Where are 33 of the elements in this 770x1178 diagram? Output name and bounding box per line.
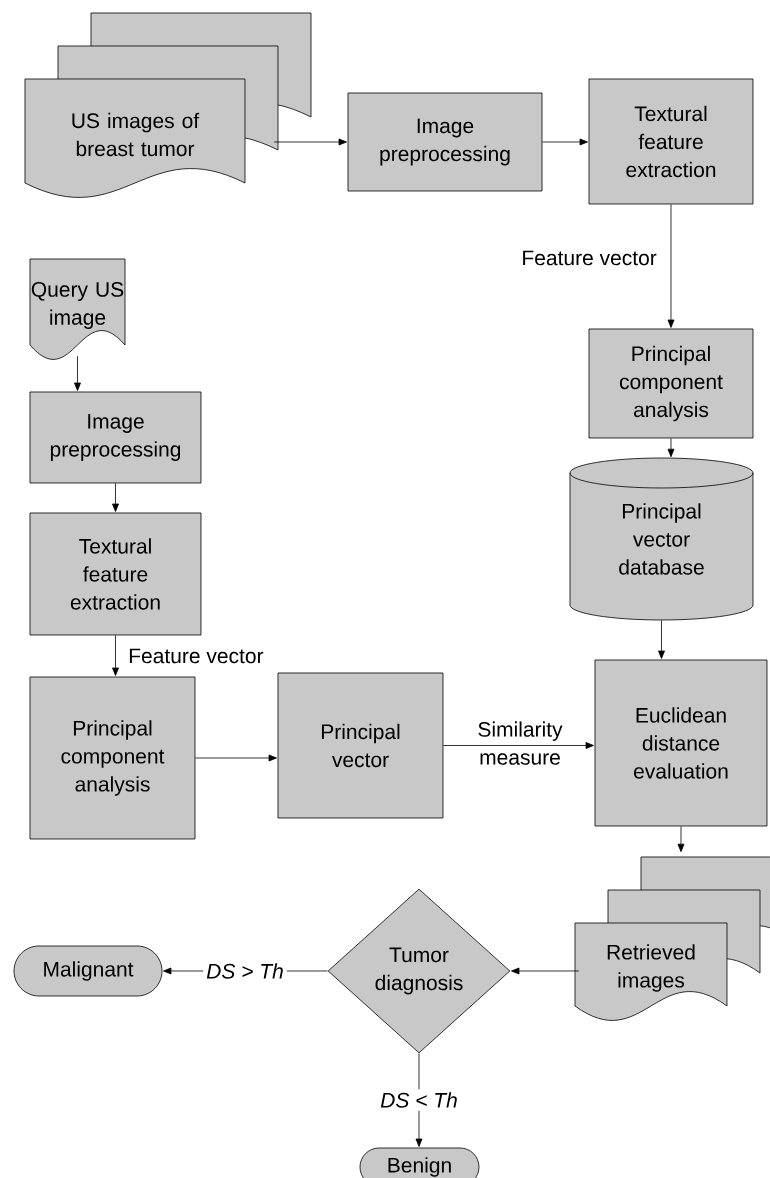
arrow <box>112 483 119 512</box>
arrow <box>511 967 580 975</box>
terminal-box: Benign <box>359 1147 480 1178</box>
edge-label: Feature vector <box>129 648 264 664</box>
edge-label: Feature vector <box>523 250 657 266</box>
arrow <box>112 635 119 676</box>
arrow <box>667 438 675 458</box>
node-label: breast tumor <box>76 140 195 157</box>
arrow <box>74 355 81 391</box>
process-box: Textural feature extraction <box>29 512 202 636</box>
document-stack: US images of breast tumor <box>24 12 312 198</box>
node-label: images <box>618 972 685 992</box>
process-box: Principal component analysis <box>588 328 754 439</box>
node-label: Retrieved <box>607 944 695 960</box>
terminal-box: Malignant <box>13 945 163 997</box>
database-cylinder: Principal vector database <box>569 457 754 621</box>
process-box: Textural feature extraction <box>588 78 754 205</box>
process-box: Euclidean distance evaluation <box>594 659 768 827</box>
arrow <box>273 138 347 146</box>
document-stack: Retrieved images <box>574 856 770 1021</box>
arrow <box>195 754 277 762</box>
edge-label: DS > Th <box>203 960 287 982</box>
process-box: Image preprocessing <box>347 92 543 192</box>
arrow <box>677 826 685 853</box>
edge-label: Similarity measure <box>478 721 563 765</box>
edge-label: DS < Th <box>377 1089 461 1111</box>
process-box: Image preprocessing <box>29 391 202 484</box>
arrow <box>443 742 594 749</box>
arrow <box>667 204 675 328</box>
arrow <box>542 138 588 146</box>
arrow <box>658 619 665 659</box>
process-box: Principal component analysis <box>29 676 196 840</box>
process-box: Principal vector <box>277 672 444 819</box>
